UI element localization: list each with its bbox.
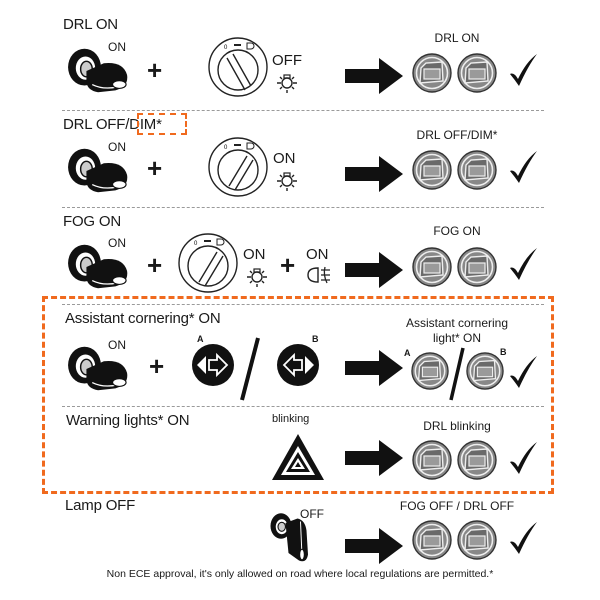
headlamp-icon	[412, 520, 452, 560]
result-label: DRL OFF/DIM*	[416, 128, 498, 142]
headlamp-pair	[412, 247, 497, 287]
right-arrow-icon	[345, 156, 403, 192]
headlamp-pair	[412, 440, 497, 480]
row-separator	[62, 110, 544, 111]
ignition-key-icon	[64, 238, 134, 296]
fog-state-label: ON	[306, 246, 329, 263]
plus-icon: +	[280, 250, 296, 280]
option-b-label: B	[312, 334, 319, 344]
row-title: Lamp OFF	[65, 497, 136, 514]
row-separator	[62, 406, 544, 407]
result-label-line1: Assistant cornering	[405, 316, 509, 330]
headlamp-pair	[412, 150, 497, 190]
checkmark-icon	[508, 149, 538, 185]
light-switch-knob-icon	[177, 232, 239, 294]
checkmark-icon	[508, 354, 538, 390]
checkmark-icon	[508, 52, 538, 88]
row-title: Warning lights* ON	[66, 412, 190, 429]
row-title-highlight: /DIM*	[125, 116, 162, 133]
light-bulb-icon	[245, 264, 269, 288]
row-title: FOG ON	[63, 213, 121, 230]
result-label: FOG ON	[433, 224, 481, 238]
right-arrow-icon	[345, 440, 403, 476]
result-label: DRL blinking	[423, 419, 491, 433]
key-state-label: ON	[108, 236, 126, 250]
result-label: Assistant cornering light* ON	[388, 316, 526, 346]
row-separator	[62, 207, 544, 208]
switch-state-label: ON	[273, 150, 296, 167]
cornering-right-icon	[276, 343, 320, 387]
row-title-main: DRL OFF	[63, 116, 126, 133]
key-state-label: ON	[108, 140, 126, 154]
result-b-label: B	[500, 347, 507, 357]
headlamp-icon	[466, 352, 504, 390]
light-switch-knob-icon	[207, 136, 269, 198]
headlamp-icon	[412, 53, 452, 93]
headlamp-icon	[457, 440, 497, 480]
headlamp-icon	[412, 150, 452, 190]
key-state-label: OFF	[300, 507, 324, 521]
headlamp-pair	[412, 520, 497, 560]
headlamp-icon	[457, 520, 497, 560]
light-bulb-icon	[275, 168, 299, 192]
plus-icon: +	[147, 250, 163, 280]
highlight-box-dim	[137, 113, 187, 135]
result-label: FOG OFF / DRL OFF	[399, 499, 515, 513]
row-title: DRL ON	[63, 16, 118, 33]
key-state-label: ON	[108, 338, 126, 352]
checkmark-icon	[508, 520, 538, 556]
result-label: DRL ON	[434, 31, 480, 45]
ignition-key-icon	[64, 142, 134, 200]
checkmark-icon	[508, 246, 538, 282]
row-title: DRL OFF/DIM*	[63, 116, 162, 133]
result-a-label: A	[404, 348, 411, 358]
ignition-key-icon	[260, 508, 320, 568]
plus-icon: +	[147, 153, 163, 183]
plus-icon: +	[149, 351, 165, 381]
light-bulb-icon	[275, 70, 299, 94]
headlamp-icon	[411, 352, 449, 390]
footnote: Non ECE approval, it's only allowed on r…	[106, 568, 494, 580]
cornering-left-icon	[191, 343, 235, 387]
slash-divider	[449, 347, 465, 401]
option-a-label: A	[197, 334, 204, 344]
right-arrow-icon	[345, 58, 403, 94]
headlamp-icon	[412, 440, 452, 480]
headlamp-icon	[457, 53, 497, 93]
checkmark-icon	[508, 440, 538, 476]
slash-divider	[240, 337, 260, 401]
headlamp-pair	[412, 53, 497, 93]
headlamp-icon	[457, 150, 497, 190]
headlamp-icon	[457, 247, 497, 287]
hazard-triangle-icon	[270, 432, 326, 482]
headlamp-icon	[412, 247, 452, 287]
result-label-line2: light* ON	[432, 331, 482, 345]
fog-light-icon	[306, 265, 334, 285]
right-arrow-icon	[345, 528, 403, 564]
switch-state-label: ON	[243, 246, 266, 263]
plus-icon: +	[147, 55, 163, 85]
right-arrow-icon	[345, 252, 403, 288]
ignition-key-icon	[64, 340, 134, 398]
row-separator	[62, 304, 544, 305]
ignition-key-icon	[64, 42, 134, 100]
highlight-box-optional-features	[42, 296, 554, 494]
light-switch-knob-icon	[207, 36, 269, 98]
right-arrow-icon	[345, 350, 403, 386]
hazard-label: blinking	[272, 413, 310, 425]
key-state-label: ON	[108, 40, 126, 54]
switch-state-label: OFF	[272, 52, 302, 69]
row-title: Assistant cornering* ON	[65, 310, 221, 327]
